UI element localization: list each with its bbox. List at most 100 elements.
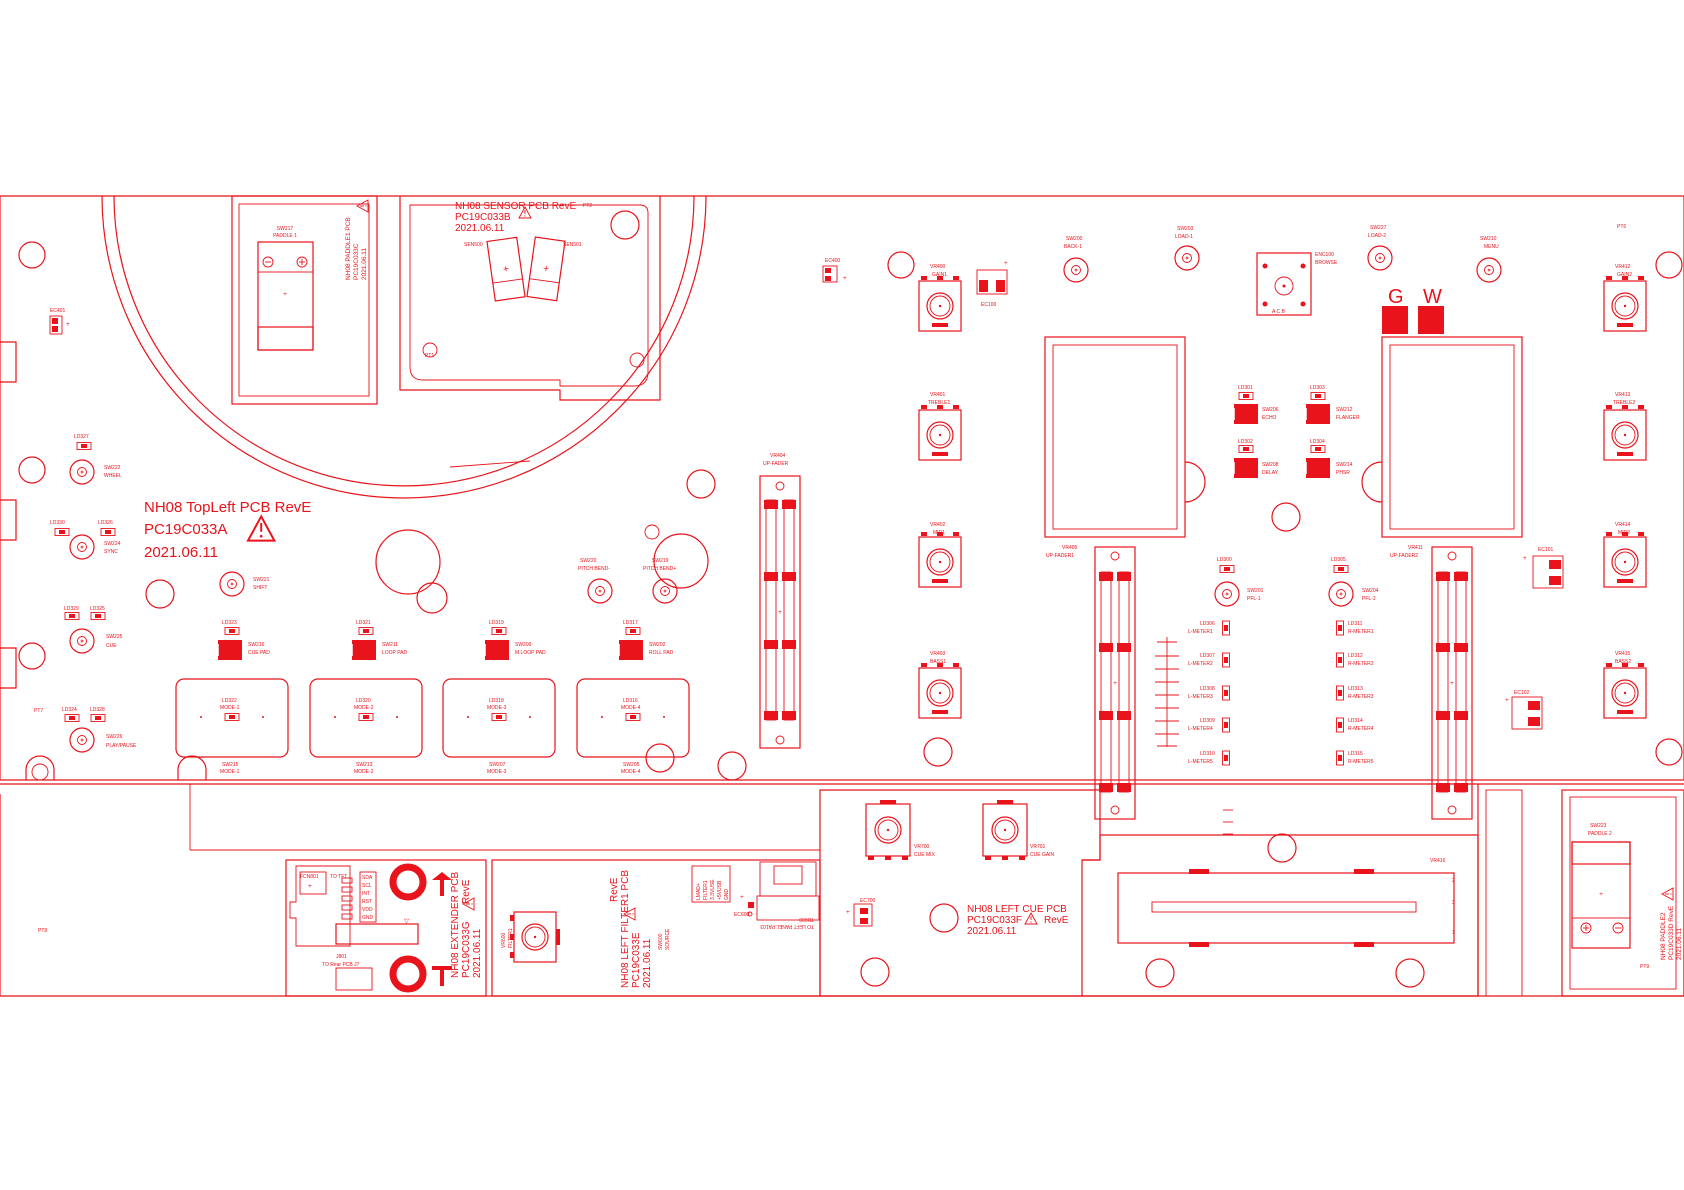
sw201-label: PFL-1 [1247,596,1261,602]
vr403-bass1-knob[interactable] [918,662,962,719]
sw211-loop-pad[interactable] [351,639,377,661]
svg-text:EC600: EC600 [734,912,750,918]
vr411-up-fader2[interactable]: + [1431,546,1473,820]
sw212-flanger-button[interactable] [1305,403,1331,425]
topleft-board-name: NH08 TopLeft PCB RevE [144,499,311,516]
ld324-ref: LD324 [62,707,77,713]
sw223-paddle-2-switch[interactable]: + [1571,841,1631,949]
vr412-gain2-knob[interactable] [1603,275,1647,332]
vr701-label: CUE GAIN [1030,852,1055,858]
sw204-ref: SW204 [1362,588,1379,594]
sw200-back-1-button[interactable] [1063,257,1089,283]
svg-text:+: + [1523,555,1527,562]
sw204-pfl-2-button[interactable] [1328,581,1354,607]
ld326-ref: LD326 [98,520,113,526]
vr700-cue-mix-knob[interactable] [865,800,911,860]
sw227-load-2-button[interactable] [1367,245,1393,271]
r-meter3-label: R-METER3 [1348,694,1374,700]
sw207-mode-3-pad[interactable] [442,678,556,758]
svg-text:+: + [1505,697,1509,704]
topleft-board-date: 2021.06.11 [144,544,218,561]
vr400-gain1-knob[interactable] [918,275,962,332]
sw225-ref: SW225 [106,634,123,640]
vr701-cue-gain-knob[interactable] [982,800,1028,860]
ld323-ref: LD323 [222,620,237,626]
ld302-led [1238,445,1254,453]
sw221-shift-button[interactable] [219,571,245,597]
vr415-bass2-knob[interactable] [1603,662,1647,719]
paddle2-board-date: 2021.06.11 [1676,928,1683,960]
vr413-treble2-knob[interactable] [1603,404,1647,461]
sw215-mode-1-pad[interactable] [175,678,289,758]
filter-pcb: VR600 FILTER1 NH08 LEFT FILTER1 PCB RevE… [491,859,821,997]
svg-text:2: 2 [1452,878,1455,884]
mode-2-pad-label: MODE-2 [354,705,374,711]
sw216-ref: SW216 [248,642,265,648]
sw225-cue-button[interactable] [69,628,95,654]
pad-g [1382,306,1408,334]
ld320-ref: LD320 [356,698,371,704]
extender-board-name: NH08 EXTENDER PCB [450,872,461,978]
ld304-led [1310,445,1326,453]
ld308-ref: LD308 [1200,686,1215,692]
vr403-ref: VR403 [930,651,946,657]
sw222-wheel-button[interactable] [69,459,95,485]
vr405-up-fader1[interactable]: + [1094,546,1136,820]
vr402-mid1-knob[interactable] [918,531,962,588]
enc100-browse-encoder[interactable]: A C B [1256,252,1312,316]
svg-text:▽: ▽ [404,918,410,925]
vr413-label: TREBLE2 [1613,400,1635,406]
vr414-mid2-knob[interactable] [1603,531,1647,588]
sw220-pitch-bend-minus-button[interactable] [587,578,613,604]
sw210-menu-button[interactable] [1476,257,1502,283]
vr404-up-fader[interactable]: + [759,475,801,749]
sw211-ref: SW211 [382,642,398,648]
sw211-label: LOOP PAD [382,650,407,656]
ld321-ref: LD321 [356,620,371,626]
ld322-ref: LD322 [222,698,237,704]
sensor-board-name: NH08 SENSOR PCB RevE [455,201,576,212]
sw209-m-loop-pad[interactable] [484,639,510,661]
sw203-load-1-button[interactable] [1174,245,1200,271]
sw213-mode-2-pad[interactable] [309,678,423,758]
cn-pin-gnd: GND [362,915,374,921]
sw213-label: MODE-2 [354,769,374,775]
sw226-play-pause-button[interactable] [69,727,95,753]
sensor-pcb: NH08 SENSOR PCB RevE PC19C033B 2021.06.1… [399,196,661,401]
top-row-buttons: SW200 BACK-1 SW203 LOAD-1 A C B ENC100 B… [1063,224,1626,316]
mode-1-pad-label: MODE-1 [220,705,240,711]
cue-board-part: PC19C033F [967,915,1022,926]
sw216-cue-pad[interactable] [217,639,243,661]
ld315-ref: LD315 [1348,751,1363,757]
sw214-phsr-button[interactable] [1305,457,1331,479]
sw202-roll-pad[interactable] [618,639,644,661]
paddle1-board-date: 2021.06.11 [361,248,368,280]
sw226-ref: SW226 [106,734,123,740]
svg-text:+: + [66,321,70,328]
sw208-delay-button[interactable] [1233,457,1259,479]
l-meter2-label: L-METER2 [1188,661,1213,667]
sw223-label: PADDLE 2 [1588,831,1612,837]
vr600-label: FILTER1 [508,928,514,948]
ld319-led [491,627,507,635]
j801-ref: J801 [336,954,347,960]
sw201-pfl-1-button[interactable] [1214,581,1240,607]
ld328-ref: LD328 [90,707,105,713]
vr411-label: UP-FADER2 [1390,553,1418,559]
vr401-treble1-knob[interactable] [918,404,962,461]
paddle1-warning-icon [356,199,369,213]
sw217-label: PADDLE 1 [273,233,297,239]
pt9-label: PT9 [1640,964,1649,970]
sw206-echo-button[interactable] [1233,403,1259,425]
sw224-sync-button[interactable] [69,534,95,560]
sw205-mode-4-pad[interactable] [576,678,690,758]
cn-pin-int: INT [362,891,370,897]
cn-filter-pin-filter1: FILTER1 [703,880,709,900]
vr400-ref: VR400 [930,264,946,270]
ec102-capacitor: + EC102 [1505,690,1543,730]
sw202-ref: SW202 [649,642,666,648]
cue-board-rev: RevE [1044,915,1069,926]
filter-board-name: NH08 LEFT FILTER1 PCB [620,870,631,988]
vr600-filter1-knob[interactable] [510,911,560,963]
